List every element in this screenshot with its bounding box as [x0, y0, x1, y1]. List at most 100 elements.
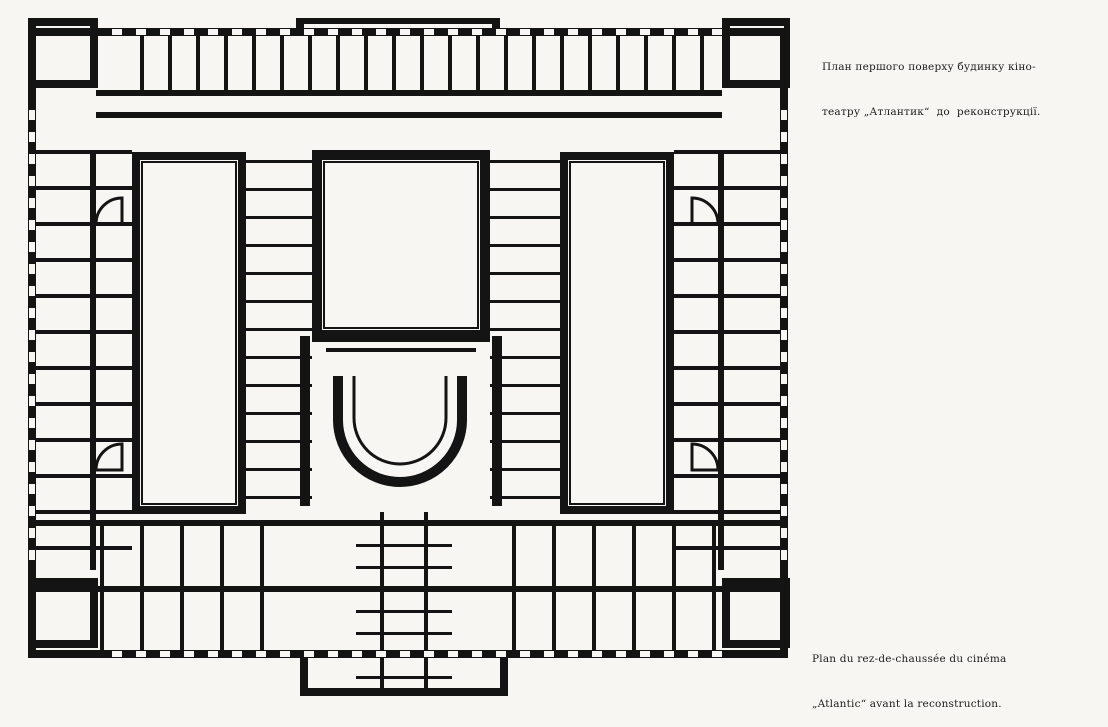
room-partition-right [674, 186, 780, 190]
room-partition [246, 496, 312, 499]
window-opening [352, 651, 362, 657]
courtyard-wall [560, 506, 674, 514]
wing-wall [718, 150, 724, 570]
lower-partition [100, 526, 104, 650]
window-opening [160, 29, 170, 35]
floor-plan-drawing [28, 18, 790, 696]
corner-pavilion-wall [28, 18, 98, 26]
office-partition [644, 36, 648, 90]
window-opening [112, 29, 122, 35]
room-partition [490, 160, 560, 163]
hall-outline [323, 161, 479, 329]
window-opening [256, 651, 266, 657]
window-opening [29, 154, 35, 164]
window-opening [568, 29, 578, 35]
stair-rail [424, 512, 428, 688]
stage-wall [312, 330, 490, 342]
window-opening [328, 651, 338, 657]
corridor-wall [96, 90, 722, 96]
window-opening [712, 29, 722, 35]
lower-partition [672, 526, 676, 650]
window-opening [280, 651, 290, 657]
stair-step [356, 566, 452, 569]
wing-wall [90, 150, 96, 570]
window-opening [304, 29, 314, 35]
courtyard-wall [666, 152, 674, 512]
caption-french: Plan du rez-de-chaussée du cinéma „Atlan… [812, 622, 1006, 727]
window-opening [472, 29, 482, 35]
window-opening [29, 506, 35, 516]
caption-ukrainian-line-2: театру „Атлантик“ до реконструкції. [822, 106, 1041, 118]
window-opening [29, 242, 35, 252]
room-partition [246, 468, 312, 471]
window-opening [232, 29, 242, 35]
room-partition-right [674, 366, 780, 370]
office-partition [700, 36, 704, 90]
office-partition [168, 36, 172, 90]
room-partition-right [674, 222, 780, 226]
room-partition [490, 188, 560, 191]
auditorium-wall [492, 336, 502, 506]
window-opening [304, 651, 314, 657]
room-partition-right [674, 294, 780, 298]
room-partition-left [36, 258, 132, 262]
room-partition-left [36, 438, 132, 442]
office-partition [196, 36, 200, 90]
corner-pavilion-wall [90, 18, 98, 88]
room-partition [490, 384, 560, 387]
window-opening [781, 528, 787, 538]
window-opening [29, 308, 35, 318]
window-opening [472, 651, 482, 657]
courtyard-left-outline [141, 161, 237, 505]
caption-ukrainian: План першого поверху будинку кіно- театр… [822, 30, 1041, 135]
room-partition-left [36, 402, 132, 406]
stair-step [356, 610, 452, 613]
room-partition-right [674, 510, 780, 514]
room-partition [490, 244, 560, 247]
courtyard-wall [238, 152, 246, 512]
corner-pavilion-wall [28, 640, 98, 648]
window-opening [29, 330, 35, 340]
auditorium-wall [300, 336, 310, 506]
window-opening [136, 29, 146, 35]
room-partition-left [36, 330, 132, 334]
stair-rail [380, 512, 384, 688]
window-opening [112, 651, 122, 657]
room-partition-right [674, 330, 780, 334]
window-opening [781, 110, 787, 120]
auditorium-seating-inner [352, 376, 448, 466]
niche-lower-left [94, 442, 124, 472]
window-opening [29, 462, 35, 472]
window-opening [781, 440, 787, 450]
corner-pavilion-wall [28, 80, 98, 88]
window-opening [184, 29, 194, 35]
hall-wall [312, 150, 490, 160]
plan-walls [28, 18, 790, 696]
top-projection-cornice [296, 18, 500, 24]
corner-pavilion-wall [722, 578, 730, 648]
caption-french-line-1: Plan du rez-de-chaussée du cinéma [812, 653, 1007, 665]
window-opening [448, 29, 458, 35]
window-opening [616, 29, 626, 35]
office-partition [560, 36, 564, 90]
room-partition [490, 272, 560, 275]
room-partition [246, 356, 312, 359]
room-partition [490, 412, 560, 415]
courtyard-wall [560, 152, 568, 512]
lower-partition [552, 526, 556, 650]
window-opening [781, 132, 787, 142]
window-opening [781, 396, 787, 406]
corner-pavilion-wall [28, 18, 36, 88]
window-opening [29, 484, 35, 494]
office-partition [448, 36, 452, 90]
caption-ukrainian-line-1: План першого поверху будинку кіно- [822, 61, 1036, 73]
window-opening [29, 418, 35, 428]
room-partition-left [36, 186, 132, 190]
window-opening [29, 110, 35, 120]
window-opening [781, 550, 787, 560]
portico-wall-left [300, 650, 308, 696]
window-opening [781, 154, 787, 164]
window-opening [664, 651, 674, 657]
office-partition [588, 36, 592, 90]
corner-pavilion-wall [722, 18, 790, 26]
